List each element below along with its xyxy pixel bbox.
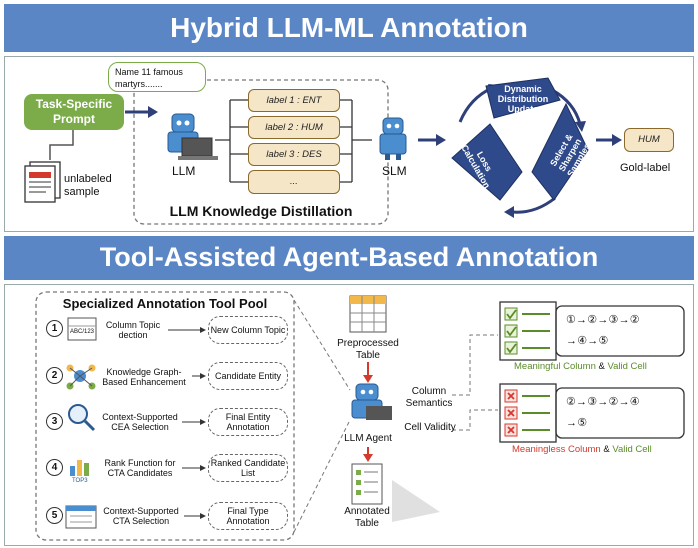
- tool-out-5: Final Type Annotation: [208, 502, 288, 530]
- cycle-seg-left: [451, 123, 523, 201]
- tool-num-2: 2: [46, 367, 63, 384]
- meaningful-col-text: Meaningful Column: [514, 361, 596, 372]
- unlabeled-sample-text: unlabeled sample: [64, 173, 112, 198]
- tool-name-1: Column Topic dection: [105, 320, 161, 340]
- preprocessed-table-icon: [349, 295, 387, 333]
- valid-cell-text-2: Valid Cell: [612, 444, 652, 455]
- bottom-title: Tool-Assisted Agent-Based Annotation: [99, 242, 599, 272]
- task-prompt-box: Task-Specific Prompt: [24, 94, 124, 130]
- tool-name-5: Context-Supported CTA Selection: [103, 506, 179, 526]
- meaningless-caption: Meaningless Column & Valid Cell: [512, 444, 652, 455]
- prompt-bubble: Name 11 famous martyrs.......: [108, 62, 206, 92]
- tool-icon-text-top3: TOP3: [72, 478, 88, 484]
- distill-title: LLM Knowledge Distillation: [169, 203, 353, 219]
- amp-2: &: [603, 444, 610, 455]
- magnifier-icon: [68, 404, 96, 432]
- agent-label: LLM Agent: [344, 433, 392, 444]
- document-icon: [24, 161, 61, 203]
- amp-1: &: [598, 361, 605, 372]
- seq-meaningful-1: ①→②→③→②: [566, 314, 640, 326]
- seq-meaningless-2: →⑤: [566, 417, 588, 429]
- label-item-3: label 3 : DES: [248, 143, 340, 166]
- tool-name-3: Context-Supported CEA Selection: [102, 412, 178, 432]
- gray-shadow: [392, 480, 440, 522]
- gold-value: HUM: [624, 128, 674, 152]
- knowledge-graph-icon: [66, 364, 96, 390]
- slm-label: SLM: [382, 164, 407, 178]
- label-item-2: label 2 : HUM: [248, 116, 340, 139]
- agent-robot-icon: [351, 383, 392, 420]
- tool-num-1: 1: [46, 320, 63, 337]
- tool-out-3: Final Entity Annotation: [208, 408, 288, 436]
- label-item-1: label 1 : ENT: [248, 89, 340, 112]
- pool-title: Specialized Annotation Tool Pool: [62, 296, 268, 311]
- seq-meaningless-1: ②→③→②→④: [566, 396, 640, 408]
- tool-name-2: Knowledge Graph-Based Enhancement: [102, 367, 186, 387]
- form-icon: [65, 505, 97, 529]
- label-item-ellipsis: ...: [248, 170, 340, 194]
- bottom-banner: [4, 236, 694, 280]
- column-semantics-label: Column Semantics: [405, 386, 453, 409]
- top-banner: [4, 4, 694, 52]
- meaningful-caption: Meaningful Column & Valid Cell: [514, 361, 647, 372]
- meaningless-result-panel: [499, 383, 685, 443]
- annotated-table-icon: [351, 463, 383, 505]
- top-title: Hybrid LLM-ML Annotation: [170, 12, 528, 43]
- tool-pool-box: [35, 291, 295, 541]
- tool-num-5: 5: [46, 507, 63, 524]
- seq-meaningful-2: →④→⑤: [566, 335, 609, 347]
- llm-robot-icon: [167, 113, 218, 160]
- column-topic-icon: [67, 317, 97, 341]
- ranking-icon: [70, 460, 89, 476]
- llm-bracket: [215, 99, 248, 183]
- llm-label: LLM: [172, 164, 196, 178]
- prompt-connector: [49, 130, 74, 160]
- tool-num-3: 3: [46, 413, 63, 430]
- tool-out-4: Ranked Candidate List: [208, 454, 288, 482]
- preprocessed-label: Preprocessed Table: [337, 338, 399, 361]
- bottom-panel: [4, 284, 694, 546]
- slm-bracket: [340, 99, 372, 183]
- tool-num-4: 4: [46, 459, 63, 476]
- annotated-label: Annotated Table: [344, 506, 390, 529]
- cycle-arrow-3: [511, 196, 556, 214]
- tool-out-1: New Column Topic: [208, 316, 288, 344]
- tool-out-2: Candidate Entity: [208, 362, 288, 390]
- cell-validity-label: Cell Validity: [404, 422, 456, 433]
- cycle-dynamic-text: Dynamic Distribution Update: [497, 84, 549, 114]
- tool-icon-text-abc: ABC/123: [70, 329, 95, 335]
- tool-name-4: Rank Function for CTA Candidates: [104, 458, 176, 478]
- gold-label-text: Gold-label: [620, 162, 671, 174]
- cycle-seg-right: [531, 102, 589, 201]
- slm-robot-icon: [379, 117, 407, 160]
- cycle-seg-top: [485, 77, 561, 119]
- top-diagram-svg: [24, 77, 622, 225]
- valid-cell-text-1: Valid Cell: [607, 361, 647, 372]
- meaningless-col-text: Meaningless Column: [512, 444, 601, 455]
- meaningful-result-panel: [499, 301, 685, 361]
